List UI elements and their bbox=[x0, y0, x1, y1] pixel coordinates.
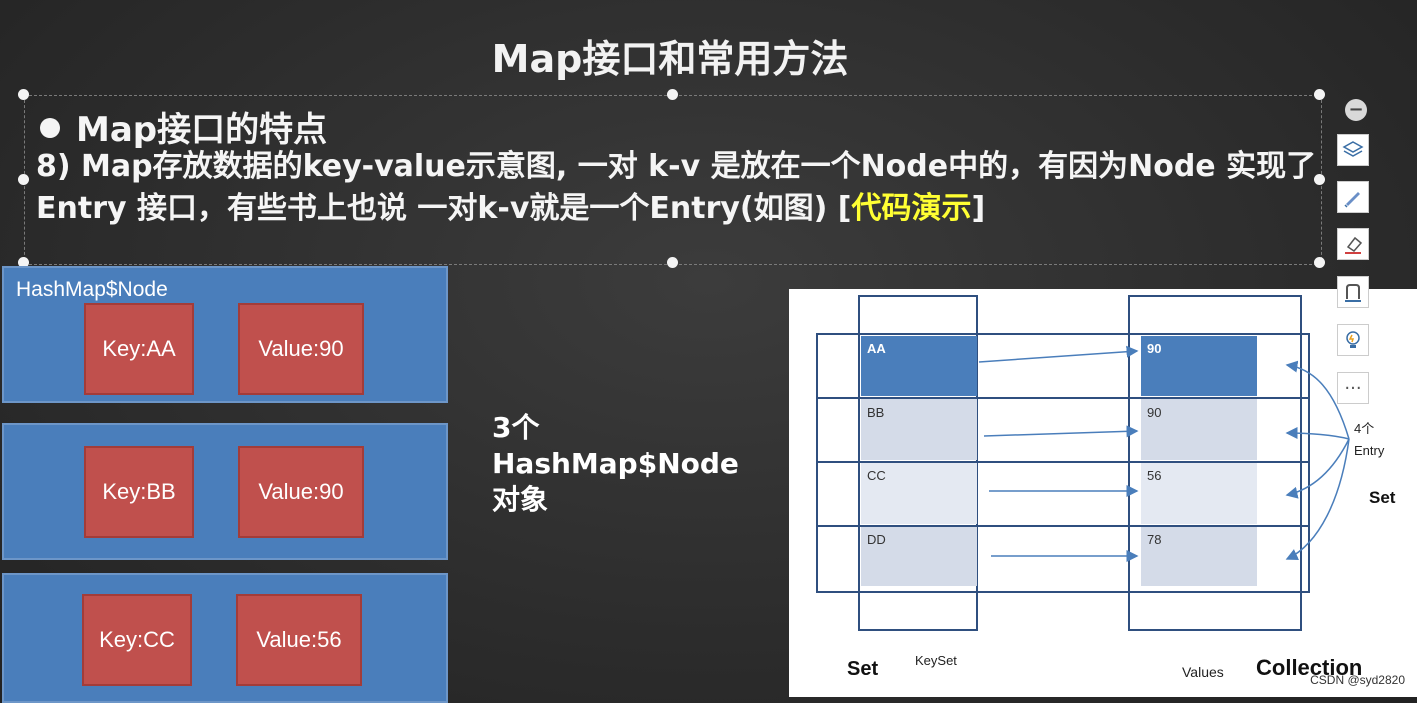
value-box: Value:56 bbox=[236, 594, 362, 686]
paragraph-highlight: 代码演示 bbox=[851, 191, 972, 226]
watermark: CSDN @syd2820 bbox=[1310, 673, 1405, 687]
entry-count-label: 4个 bbox=[1354, 421, 1374, 436]
key-box: Key:BB bbox=[84, 446, 194, 538]
node-count-line-1: 3个 bbox=[492, 411, 540, 444]
resize-handle-bc[interactable] bbox=[667, 257, 678, 268]
more-label: ··· bbox=[1344, 377, 1362, 399]
entry-row-4 bbox=[816, 525, 1310, 593]
resize-handle-ml[interactable] bbox=[18, 174, 29, 185]
resize-handle-tr[interactable] bbox=[1314, 89, 1325, 100]
paragraph-text: 8) Map存放数据的key-value示意图, 一对 k-v 是放在一个Nod… bbox=[36, 149, 1317, 226]
mapping-arrow-1 bbox=[978, 345, 1139, 363]
bullet-heading: Map接口的特点 bbox=[40, 102, 327, 151]
value-cell-3 bbox=[1141, 462, 1257, 524]
key-label-aa: AA bbox=[867, 341, 886, 356]
key-label-bb: BB bbox=[867, 405, 884, 420]
value-cell-2 bbox=[1141, 398, 1257, 460]
key-cell-dd bbox=[861, 526, 977, 586]
value-box: Value:90 bbox=[238, 446, 364, 538]
keyset-set-label: Set bbox=[847, 658, 878, 680]
paragraph: 8) Map存放数据的key-value示意图, 一对 k-v 是放在一个Nod… bbox=[36, 146, 1326, 230]
key-cell-bb bbox=[861, 398, 977, 460]
lightbulb-icon[interactable] bbox=[1337, 324, 1369, 356]
node-box-3: Key:CC Value:56 bbox=[2, 573, 448, 703]
entry-arrow-2 bbox=[1285, 427, 1350, 440]
minus-circle-icon[interactable]: − bbox=[1345, 99, 1367, 121]
node-box-1: HashMap$Node Key:AA Value:90 bbox=[2, 266, 448, 403]
resize-handle-tc[interactable] bbox=[667, 89, 678, 100]
eraser-icon[interactable] bbox=[1337, 228, 1369, 260]
key-cell-cc bbox=[861, 462, 977, 524]
value-cell-4 bbox=[1141, 526, 1257, 586]
keyset-label: KeySet bbox=[915, 653, 957, 668]
entry-arrow-4 bbox=[1285, 438, 1350, 560]
more-icon[interactable]: ··· bbox=[1337, 372, 1369, 404]
key-label-cc: CC bbox=[867, 468, 886, 483]
resize-handle-bl[interactable] bbox=[18, 257, 29, 268]
key-box: Key:CC bbox=[82, 594, 192, 686]
node-count-line-3: 对象 bbox=[492, 483, 549, 516]
value-cell-1 bbox=[1141, 336, 1257, 396]
bullet-dot-icon bbox=[40, 117, 60, 138]
mapping-arrow-2 bbox=[983, 425, 1139, 438]
resize-handle-tl[interactable] bbox=[18, 89, 29, 100]
pen-icon[interactable] bbox=[1337, 181, 1369, 213]
entry-set-label: Set bbox=[1369, 488, 1396, 507]
key-box: Key:AA bbox=[84, 303, 194, 395]
entry-word-label: Entry bbox=[1354, 443, 1385, 458]
collection-label: Collection bbox=[1256, 655, 1362, 680]
node-box-2: Key:BB Value:90 bbox=[2, 423, 448, 560]
node-count-text: 3个 HashMap$Node 对象 bbox=[492, 410, 739, 518]
resize-handle-br[interactable] bbox=[1314, 257, 1325, 268]
slide-title: Map接口和常用方法 bbox=[491, 37, 849, 81]
node-label: HashMap$Node bbox=[16, 278, 168, 301]
key-cell-aa bbox=[861, 336, 977, 396]
values-label: Values bbox=[1182, 664, 1224, 680]
value-box: Value:90 bbox=[238, 303, 364, 395]
value-label-1: 90 bbox=[1147, 341, 1161, 356]
entry-arrow-3 bbox=[1285, 438, 1350, 499]
keyset-values-diagram: AA BB CC DD 90 90 56 78 4个 Entry Set Set… bbox=[789, 289, 1417, 697]
entry-arrow-1 bbox=[1285, 360, 1350, 440]
value-label-2: 90 bbox=[1147, 405, 1161, 420]
value-label-4: 78 bbox=[1147, 532, 1161, 547]
resize-handle-mr[interactable] bbox=[1314, 174, 1325, 185]
bullet-text: Map接口的特点 bbox=[76, 110, 328, 150]
paragraph-end: ] bbox=[971, 191, 986, 226]
shape-icon[interactable] bbox=[1337, 276, 1369, 308]
value-label-3: 56 bbox=[1147, 468, 1161, 483]
key-label-dd: DD bbox=[867, 532, 886, 547]
layers-icon[interactable] bbox=[1337, 134, 1369, 166]
node-count-line-2: HashMap$Node bbox=[492, 447, 739, 480]
